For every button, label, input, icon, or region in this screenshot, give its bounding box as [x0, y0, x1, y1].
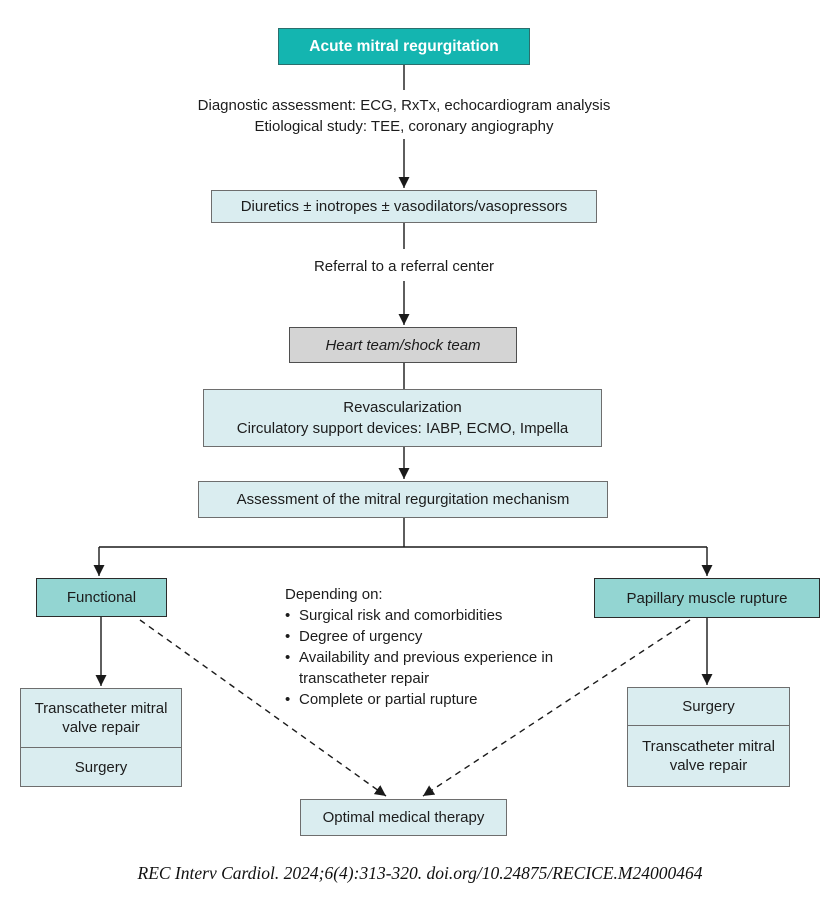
depending-bullet-1: • Surgical risk and comorbidities: [285, 605, 565, 626]
left-option-surgery: Surgery: [21, 747, 181, 786]
depending-on-list: Depending on: • Surgical risk and comorb…: [285, 584, 565, 710]
right-option-surgery: Surgery: [628, 688, 789, 725]
left-option-2-label: Surgery: [74, 758, 128, 776]
dashed-arrow-papillary-to-optimal: [422, 619, 691, 797]
revascularization-line1: Revascularization: [343, 399, 462, 416]
revascularization-line2: Circulatory support devices: IABP, ECMO,…: [236, 420, 569, 437]
node-papillary-label: Papillary muscle rupture: [626, 589, 788, 607]
node-optimal-label: Optimal medical therapy: [322, 809, 485, 826]
citation-text: REC Interv Cardiol. 2024;6(4):313-320. d…: [137, 863, 703, 883]
depending-bullet-4-text: Complete or partial rupture: [299, 691, 478, 708]
depending-heading: Depending on:: [285, 586, 383, 603]
depending-bullet-3: • Availability and previous experience i…: [285, 647, 565, 689]
node-heart-team-label: Heart team/shock team: [325, 336, 481, 354]
referral-label: Referral to a referral center: [313, 258, 495, 275]
depending-bullet-2: • Degree of urgency: [285, 626, 565, 647]
bullet-marker: •: [285, 649, 291, 666]
referral-text: Referral to a referral center: [80, 256, 728, 277]
node-revascularization: Revascularization Circulatory support de…: [203, 389, 602, 447]
left-option-1-label: Transcatheter mitral valve repair: [34, 700, 168, 736]
bullet-marker: •: [285, 628, 291, 645]
node-optimal-medical-therapy: Optimal medical therapy: [300, 799, 507, 836]
node-assessment: Assessment of the mitral regurgitation m…: [198, 481, 608, 518]
diagnostic-assessment-text: Diagnostic assessment: ECG, RxTx, echoca…: [80, 95, 728, 137]
left-options-box: Transcatheter mitral valve repair Surger…: [20, 688, 182, 787]
node-heart-team: Heart team/shock team: [289, 327, 517, 363]
node-acute-mitral-regurgitation: Acute mitral regurgitation: [278, 28, 530, 65]
right-option-1-label: Surgery: [682, 698, 735, 715]
node-diuretics: Diuretics ± inotropes ± vasodilators/vas…: [211, 190, 597, 223]
left-option-transcatheter: Transcatheter mitral valve repair: [21, 689, 181, 747]
node-assessment-label: Assessment of the mitral regurgitation m…: [236, 491, 570, 508]
node-diuretics-label: Diuretics ± inotropes ± vasodilators/vas…: [240, 198, 568, 215]
right-option-transcatheter: Transcatheter mitral valve repair: [628, 725, 789, 786]
node-title-label: Acute mitral regurgitation: [309, 38, 499, 55]
bullet-marker: •: [285, 607, 291, 624]
depending-bullet-4: • Complete or partial rupture: [285, 689, 565, 710]
diagnostic-line2: Etiological study: TEE, coronary angiogr…: [254, 118, 554, 135]
node-functional-label: Functional: [66, 589, 137, 606]
depending-bullet-1-text: Surgical risk and comorbidities: [299, 607, 503, 624]
depending-bullet-2-text: Degree of urgency: [299, 628, 423, 645]
node-functional: Functional: [36, 578, 167, 617]
node-papillary-muscle-rupture: Papillary muscle rupture: [594, 578, 820, 618]
depending-bullet-3-text: Availability and previous experience in …: [299, 649, 554, 687]
right-options-box: Surgery Transcatheter mitral valve repai…: [627, 687, 790, 787]
right-option-2-label: Transcatheter mitral valve repair: [642, 738, 775, 774]
diagnostic-line1: Diagnostic assessment: ECG, RxTx, echoca…: [197, 97, 611, 114]
bullet-marker: •: [285, 691, 291, 708]
